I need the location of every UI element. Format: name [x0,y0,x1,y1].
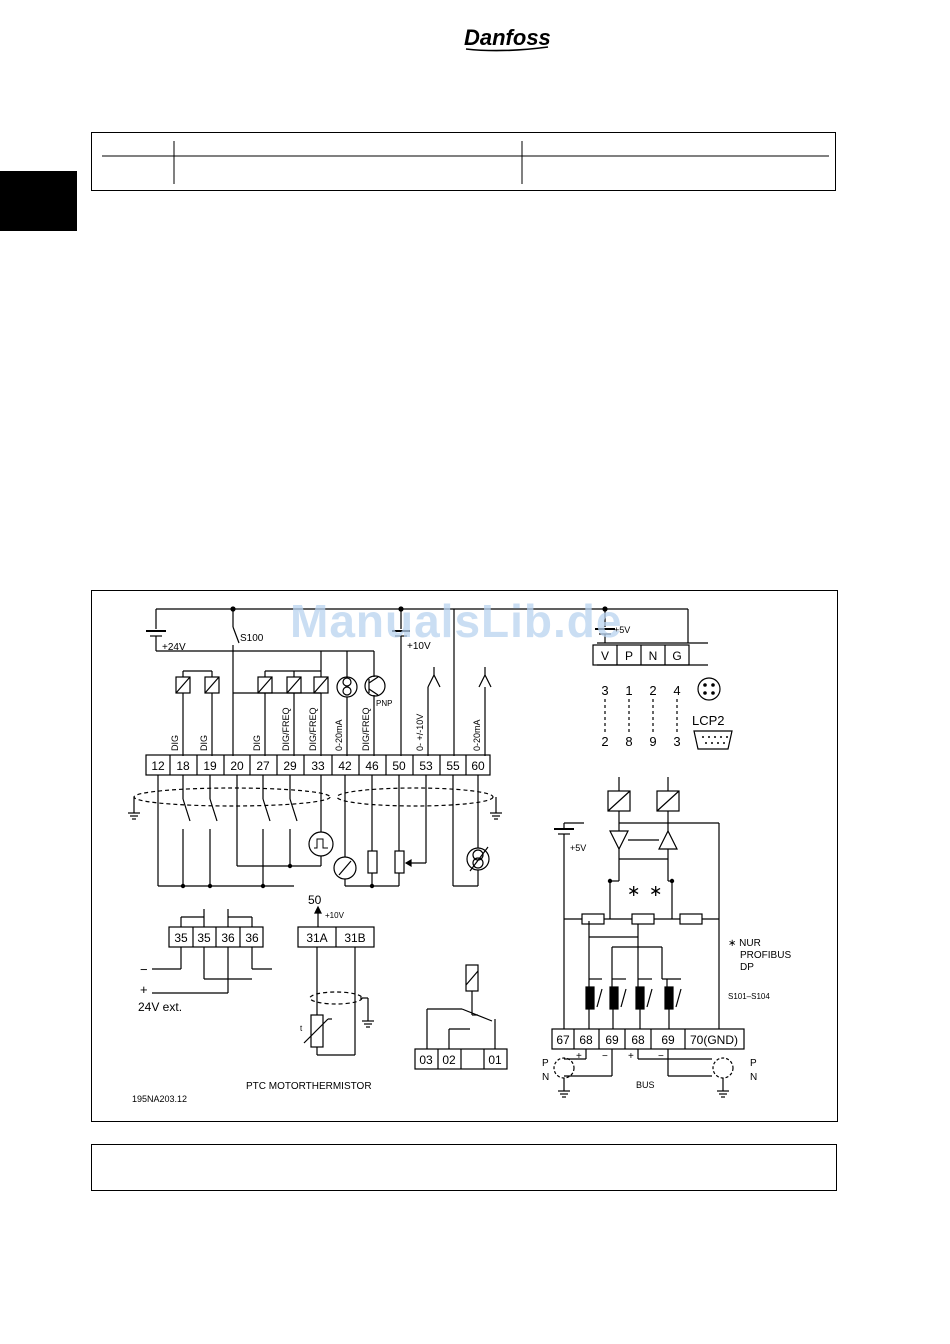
opto-27 [257,676,273,694]
pin-lower-2: 8 [625,734,632,749]
ptc-label: PTC MOTORTHERMISTOR [246,1081,372,1092]
vlabel-18: DIG [170,735,180,751]
terminal-69b: 69 [661,1033,675,1047]
bus-minus-right: − [658,1051,664,1062]
n-right: N [750,1072,757,1083]
pin-lower-1: 2 [601,734,608,749]
vlabel-46: DIG/FREQ [361,707,371,751]
pnp-label: PNP [376,699,392,708]
star-2: ∗ [649,883,662,900]
terminal-01: 01 [488,1053,502,1067]
header-table [91,132,836,191]
terminal-02: 02 [442,1053,456,1067]
vlabel-33: DIG/FREQ [308,707,318,751]
s100-label: S100 [240,633,264,644]
ext-24v-terminals [168,926,264,948]
vlabel-42: 0-20mA [334,719,344,751]
bus-connector [592,644,690,666]
opto-33 [313,676,329,694]
ext-minus: − [140,962,148,977]
profibus-note-1: ∗ NUR [728,938,761,949]
terminal-18: 18 [176,759,190,773]
terminal-46: 46 [365,759,379,773]
terminal-35b: 35 [197,931,211,945]
pin-p: P [625,649,633,663]
terminal-35a: 35 [174,931,188,945]
watermark: ManualsLib.de [290,595,623,647]
terminal-69a: 69 [605,1033,619,1047]
opto-18 [175,676,191,694]
supply-10v-label: +10V [407,641,431,652]
bus-label: BUS [636,1080,655,1090]
vlabel-60: 0-20mA [472,719,482,751]
vlabel-53: 0- +/-10V [415,714,425,751]
profibus-note-2: PROFIBUS [740,950,791,961]
dsub-connector-icon [693,730,733,750]
profibus-note-3: DP [740,962,754,973]
p-left: P [542,1058,549,1069]
terminal-36a: 36 [221,931,235,945]
switch-range: S101–S104 [728,992,770,1001]
terminal-53: 53 [419,759,433,773]
opto-29 [286,676,302,694]
pin-n: N [649,649,658,663]
terminal-42: 42 [338,759,352,773]
wiring-diagram: +24V S100 +10V PNP [91,590,838,1122]
terminal-29: 29 [283,759,297,773]
terminal-19: 19 [203,759,217,773]
pin-lower-4: 3 [673,734,680,749]
terminal-68a: 68 [579,1033,593,1047]
bus-plus-left: + [576,1051,582,1062]
terminal-60: 60 [471,759,485,773]
logo-text: Danfoss [464,25,551,50]
terminal-27: 27 [256,759,270,773]
terminal-50: 50 [392,759,406,773]
pin-upper-1: 3 [601,683,608,698]
supply-5v-bus: +5V [570,843,586,853]
terminal-31a: 31A [306,931,327,945]
pin-g: G [672,649,681,663]
drawing-code: 195NA203.12 [132,1094,187,1104]
vlabel-19: DIG [199,735,209,751]
terminal-70-gnd: 70(GND) [690,1033,738,1047]
vlabel-29: DIG/FREQ [281,707,291,751]
bus-plus-right: + [628,1051,634,1062]
ptc-10v-label: +10V [325,911,345,920]
pin-upper-3: 2 [649,683,656,698]
pin-lower-3: 9 [649,734,656,749]
terminal-03: 03 [419,1053,433,1067]
bus-terminal-strip [551,1028,745,1050]
ptc-t-label: t [300,1024,303,1033]
lcp2-label: LCP2 [692,713,725,728]
terminal-55: 55 [446,759,460,773]
terminal-33: 33 [311,759,325,773]
n-left: N [542,1072,549,1083]
note-box [91,1144,837,1191]
terminal-31b: 31B [344,931,365,945]
relay-terminals [414,1048,508,1070]
ptc-50-label: 50 [308,893,322,907]
main-terminal-strip [145,754,491,776]
ext-plus: + [140,982,148,997]
pin-upper-4: 4 [673,683,680,698]
terminal-20: 20 [230,759,244,773]
star-1: ∗ [627,883,640,900]
p-right: P [750,1058,757,1069]
round-connector-icon [697,677,721,701]
danfoss-logo: Danfoss [462,20,554,54]
supply-5v-top: +5V [614,625,630,635]
bus-minus-left: − [602,1051,608,1062]
supply-24v-label: +24V [162,642,186,653]
ext-24v-label: 24V ext. [138,1000,182,1014]
terminal-68b: 68 [631,1033,645,1047]
chapter-tab [0,171,77,231]
vlabel-27: DIG [252,735,262,751]
opto-19 [204,676,220,694]
terminal-67: 67 [556,1033,570,1047]
terminal-12: 12 [151,759,165,773]
ptc-terminals [297,926,375,948]
terminal-36b: 36 [245,931,259,945]
pin-upper-2: 1 [625,683,632,698]
pin-v: V [601,649,609,663]
